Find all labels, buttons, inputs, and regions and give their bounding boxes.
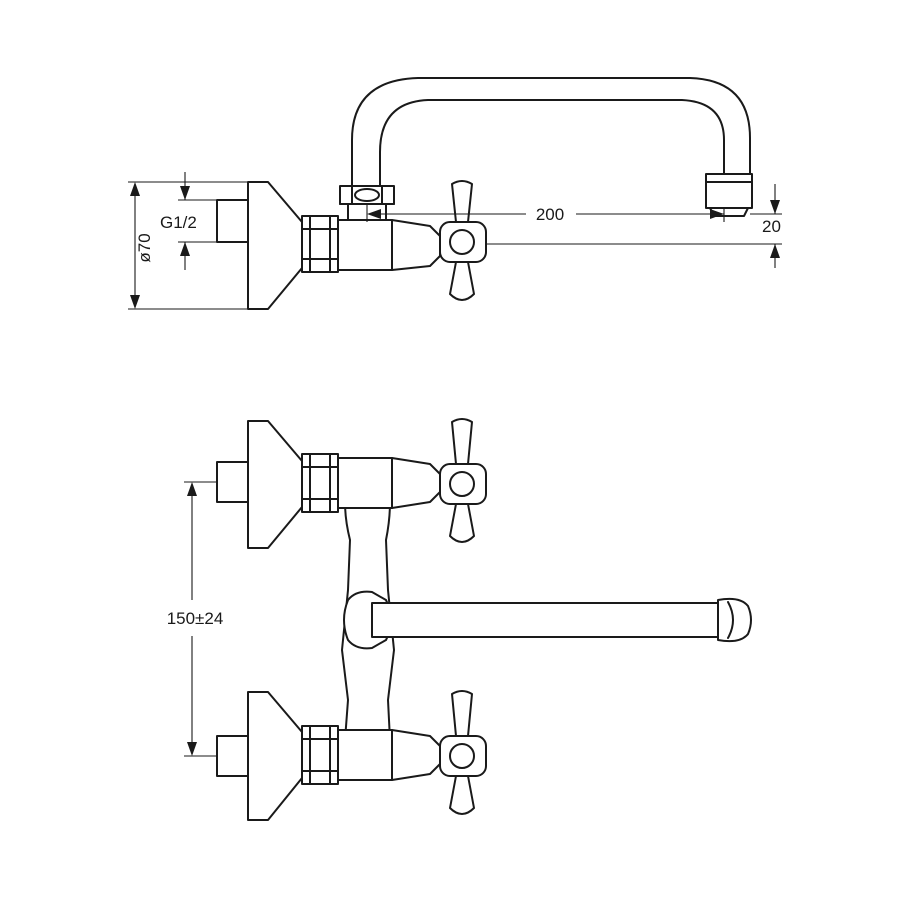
dim-centers: [184, 481, 217, 757]
label-height: 20: [762, 217, 781, 236]
front-view: 150±24: [167, 418, 752, 821]
side-inlet-thread: [216, 199, 249, 243]
front-lower-valve: [216, 690, 487, 821]
label-centers: 150±24: [167, 609, 224, 628]
side-view: ø70 G1/2 200 2: [128, 77, 782, 310]
dim-height: [486, 184, 782, 268]
label-diameter: ø70: [135, 233, 154, 262]
front-upper-valve: [216, 418, 487, 549]
side-valve-body: [337, 219, 393, 271]
side-aerator: [705, 173, 753, 217]
dim-diameter: [128, 181, 248, 310]
side-cross-handle: [439, 180, 487, 301]
front-spout: [343, 590, 752, 650]
label-reach: 200: [536, 205, 564, 224]
side-hex-nut: [301, 215, 339, 273]
label-thread: G1/2: [160, 213, 197, 232]
dim-thread: [178, 172, 217, 270]
side-spout-tube: [351, 77, 751, 187]
side-bonnet: [391, 219, 441, 271]
side-rosette: [247, 181, 303, 310]
dim-reach: [366, 204, 725, 222]
